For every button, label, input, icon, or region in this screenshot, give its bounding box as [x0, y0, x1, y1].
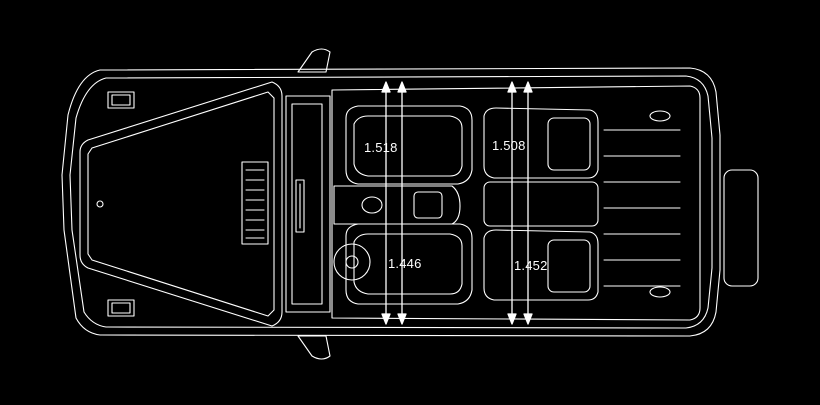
hood-vent: [241, 161, 269, 245]
dimension-arrows: [381, 81, 533, 325]
body-outline: [61, 67, 721, 337]
dashboard: [285, 95, 331, 313]
headlight-left: [107, 91, 135, 109]
headlight-right: [107, 299, 135, 317]
mirror-left: [297, 48, 331, 73]
mirror-right: [297, 335, 331, 360]
spare-wheel: [723, 169, 759, 287]
tail-light-right: [649, 286, 671, 298]
front-row-elbow-width-label: 1.446: [388, 256, 422, 271]
front-seat-left: [345, 105, 473, 185]
cabin-floor: [331, 85, 701, 321]
rear-row-elbow-width-label: 1.452: [514, 258, 548, 273]
cargo-floor: [603, 129, 681, 287]
rear-center-seat: [483, 181, 599, 227]
rear-row-shoulder-width-label: 1.508: [492, 138, 526, 153]
steering-wheel: [333, 243, 371, 281]
center-console: [333, 185, 461, 225]
tail-light-left: [649, 110, 671, 122]
hood: [79, 81, 283, 327]
front-seat-right: [345, 223, 473, 305]
rear-bench-left: [483, 107, 599, 179]
rear-bench-right: [483, 229, 599, 301]
front-row-shoulder-width-label: 1.518: [364, 140, 398, 155]
